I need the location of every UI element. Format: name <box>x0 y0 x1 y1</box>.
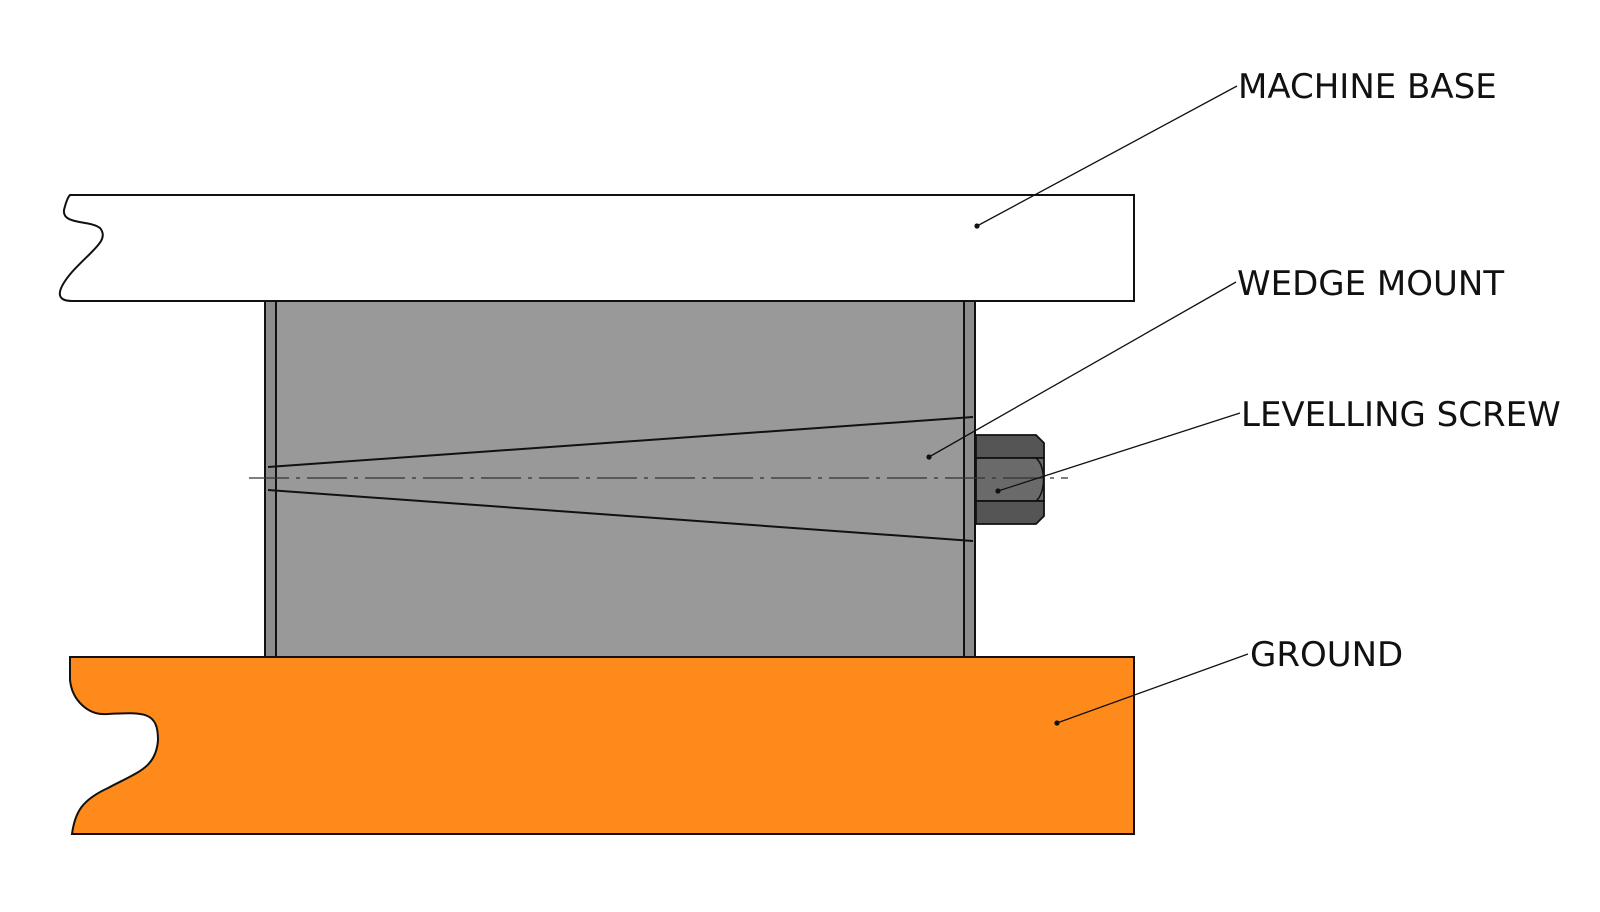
machine-base-leader-dot <box>974 223 980 229</box>
wedge-mount-label: WEDGE MOUNT <box>1237 264 1504 304</box>
ground-leader <box>1056 653 1249 724</box>
machine-base-leader <box>976 85 1238 227</box>
wedge-mount-right-plate <box>963 300 976 658</box>
ground-leader-dot <box>1054 720 1060 726</box>
levelling-screw-bottom-flat <box>975 500 1045 525</box>
levelling-screw <box>975 434 1045 525</box>
ground-label: GROUND <box>1250 635 1403 675</box>
wedge-mount-leader <box>928 281 1237 458</box>
levelling-screw-leader-dot <box>995 488 1001 494</box>
wedge-mount-body <box>264 300 976 658</box>
levelling-screw-label: LEVELLING SCREW <box>1241 395 1561 435</box>
ground-slab <box>69 656 1135 835</box>
wedge-mount-left-plate <box>264 300 277 658</box>
machine-base-slab <box>59 194 1135 302</box>
levelling-screw-top-flat <box>975 434 1045 459</box>
machine-base-label: MACHINE BASE <box>1238 67 1497 107</box>
wedge-lower-taper-line <box>267 489 974 542</box>
levelling-screw-leader <box>997 412 1241 492</box>
levelling-screw-chamfer <box>1035 457 1045 502</box>
wedge-upper-taper-line <box>267 416 974 468</box>
wedge-mount-leader-dot <box>926 454 932 460</box>
